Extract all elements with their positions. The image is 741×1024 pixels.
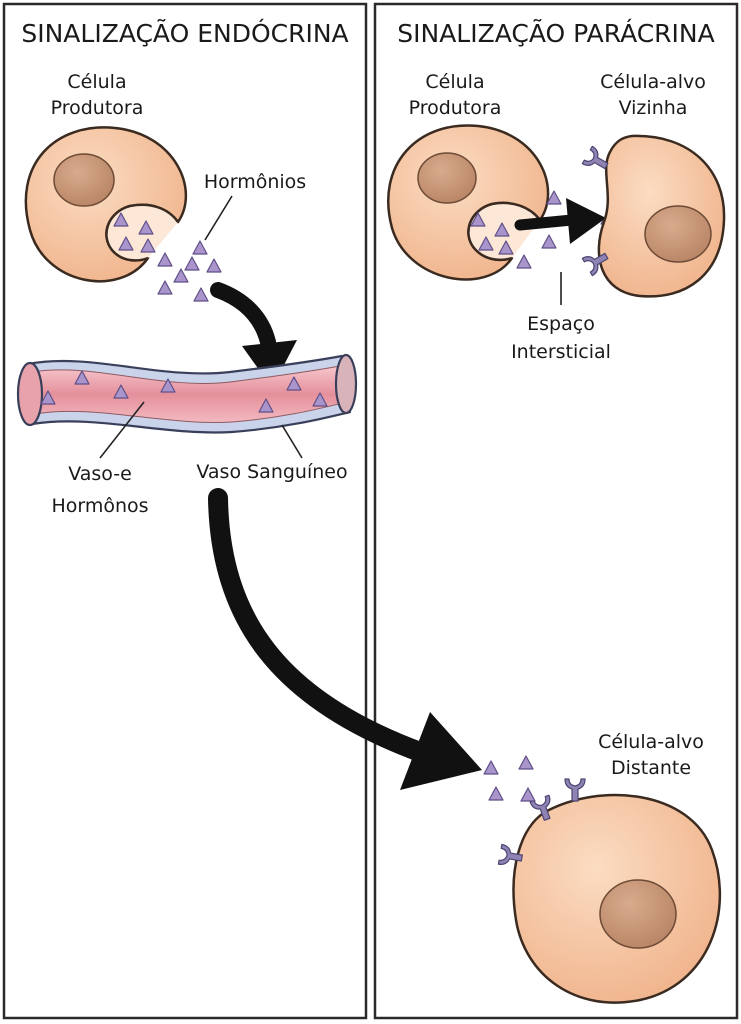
arrow-to-distant-cell <box>208 488 482 790</box>
interstitial-label-2: Intersticial <box>511 341 611 363</box>
hormones-label: Hormônios <box>204 171 306 193</box>
interstitial-label-1: Espaço <box>527 313 595 335</box>
blood-vessel-label: Vaso Sanguíneo <box>196 461 347 483</box>
distant-nucleus <box>599 879 677 949</box>
arrow-to-vessel <box>210 282 297 388</box>
endocrine-producer-cell <box>24 126 188 283</box>
endocrine-producer-label-1: Célula <box>67 71 126 93</box>
paracrine-arrow <box>514 198 606 244</box>
endocrine-title: SINALIZAÇÃO ENDÓCRINA <box>21 18 348 48</box>
distant-label-1: Célula-alvo <box>598 731 704 753</box>
vessel-hormones-label-2: Hormônos <box>51 495 148 517</box>
hormones-leader-line <box>204 195 233 241</box>
vessel-hormones-leader-line <box>99 401 145 459</box>
paracrine-producer-label-2: Produtora <box>409 97 502 119</box>
neighbor-label-1: Célula-alvo <box>600 71 706 93</box>
neighbor-target-cell <box>597 134 726 298</box>
producer-nucleus <box>53 153 115 207</box>
blood-vessel-leader-line <box>281 424 303 459</box>
vessel-end-left <box>16 361 44 427</box>
neighbor-nucleus <box>644 205 712 263</box>
vessel-hormones-label-1: Vaso-e <box>68 463 132 485</box>
endocrine-producer-label-2: Produtora <box>51 97 144 119</box>
vessel-end-right <box>334 353 358 415</box>
paracrine-title: SINALIZAÇÃO PARÁCRINA <box>397 18 714 48</box>
paracrine-producer-label-1: Célula <box>425 71 484 93</box>
neighbor-label-2: Vizinha <box>619 97 688 119</box>
distant-target-cell <box>512 793 722 1004</box>
paracrine-producer-nucleus <box>417 152 477 204</box>
distant-label-2: Distante <box>611 757 691 779</box>
